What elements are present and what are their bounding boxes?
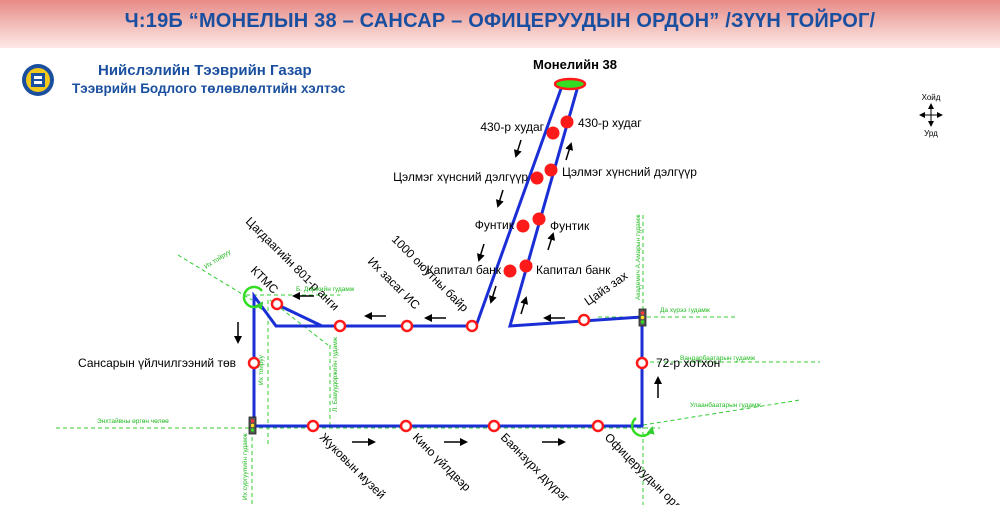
stop-label: Фунтик [475, 218, 515, 232]
compass-north: Хойд [922, 93, 941, 102]
loop-marker-ktms [242, 285, 264, 311]
street-label: Их сургуулийн гудамж [241, 433, 249, 500]
street-label: Академич А.Амарын гудамж [635, 214, 642, 300]
street-label: Л. Бавуудоржийн гудамж [331, 336, 339, 412]
route-path [252, 85, 644, 428]
stop-label: Капитал банк [536, 263, 611, 277]
street-label: Улаанбаатарын гудамж [690, 401, 761, 409]
organization-department: Тээврийн Бодлого төлөвлөлтийн хэлтэс [72, 81, 346, 96]
street-label: Б. Доржийн гудамж [296, 285, 355, 293]
street-label: Их тойруу [257, 354, 265, 385]
compass-south: Урд [924, 129, 938, 138]
stop-label: Капитал банк [427, 263, 502, 277]
stop-label: Жуковын музей [317, 430, 388, 501]
terminal-marker [553, 77, 587, 91]
compass-rose-icon: Хойд Урд [919, 93, 943, 138]
stops [503, 115, 574, 278]
street-label: Энхтайвны өргөн чөлөө [97, 417, 169, 425]
stop-label: Фунтик [550, 219, 590, 233]
stop-label: Цэлмэг хүнсний дэлгүүр [562, 165, 697, 179]
street-label: Да хүрээ гудамж [660, 307, 711, 314]
traffic-light-icon [248, 416, 257, 435]
stop-label: Офицеруудын ордон [602, 430, 694, 505]
ntg-logo [22, 64, 54, 96]
stop-label: Цэлмэг хүнсний дэлгүүр [393, 170, 528, 184]
street-label: Их тойруу [203, 247, 233, 270]
map-title: Ч:19Б “МОНЕЛЫН 38 – САНСАР – ОФИЦЕРУУДЫН… [124, 10, 876, 32]
stop-label: Кино үйлдвэр [410, 430, 474, 494]
stop-label: 72-р хотхон [656, 356, 720, 370]
stop-label: Сансарын үйлчилгээний төв [78, 356, 236, 370]
loop-marker-ofitser [631, 417, 655, 438]
stops-hollow [247, 297, 649, 433]
stop-label: 430-р худаг [480, 120, 544, 134]
street-label: Вандарбаатарын гудамж [680, 354, 756, 362]
terminal-label: Монелийн 38 [533, 57, 617, 72]
stop-label: КТМС [248, 263, 281, 296]
stop-label: 430-р худаг [578, 116, 642, 130]
organization-name: Нийслэлийн Тээврийн Газар [98, 62, 312, 79]
title-bar: Ч:19Б “МОНЕЛЫН 38 – САНСАР – ОФИЦЕРУУДЫН… [0, 0, 1000, 48]
traffic-light-icon [638, 308, 647, 327]
direction-arrows [234, 139, 662, 446]
